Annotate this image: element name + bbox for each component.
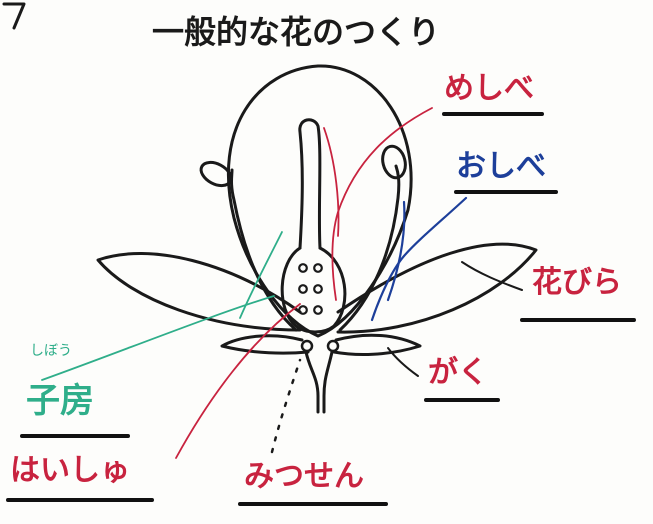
underline-ovule: [6, 498, 154, 502]
sepal-right: [332, 333, 422, 356]
stamen-leader-2: [386, 200, 406, 302]
stamen-leader: [370, 196, 468, 322]
nectary-right: [326, 339, 340, 353]
pistil-ovary: [280, 246, 347, 334]
ovary-leader-2: [239, 231, 283, 319]
sepal-leader: [387, 347, 419, 377]
ovule-leader: [175, 303, 301, 459]
stamen-left-anther: [199, 160, 233, 188]
sepal-left: [220, 334, 310, 355]
stamen-right-anther: [381, 144, 407, 180]
pistil-leader-2: [323, 127, 340, 237]
label-ovule: はいしゅ: [10, 453, 130, 488]
label-ovary-reading: しぼう: [30, 343, 72, 359]
label-petal: 花びら: [532, 265, 622, 300]
label-ovary: 子房: [26, 381, 94, 421]
corner-mark: [2, 2, 26, 30]
stamen-right-filament: [338, 164, 401, 332]
underline-petal: [520, 318, 636, 322]
left-petal: [96, 252, 302, 332]
label-nectary: みつせん: [244, 459, 364, 494]
back-petal: [226, 64, 413, 338]
ovary-leader: [41, 295, 275, 381]
underline-stamen: [454, 190, 558, 194]
label-stamen: おしべ: [456, 149, 546, 184]
label-sepal: がく: [428, 355, 488, 390]
label-pistil: めしべ: [444, 71, 534, 106]
underline-pistil: [442, 112, 544, 116]
right-petal: [336, 242, 538, 334]
underline-nectary: [238, 502, 388, 506]
nectary-left: [300, 339, 314, 353]
ovules: [298, 263, 323, 315]
pistil-style: [298, 118, 322, 250]
underline-sepal: [424, 398, 500, 402]
nectary-leader: [270, 358, 302, 454]
pistil-leader: [331, 107, 433, 301]
petal-leader: [461, 261, 523, 291]
underline-ovary: [20, 434, 130, 438]
diagram-title: 一般的な花のつくり: [152, 13, 441, 51]
stem: [304, 350, 334, 414]
